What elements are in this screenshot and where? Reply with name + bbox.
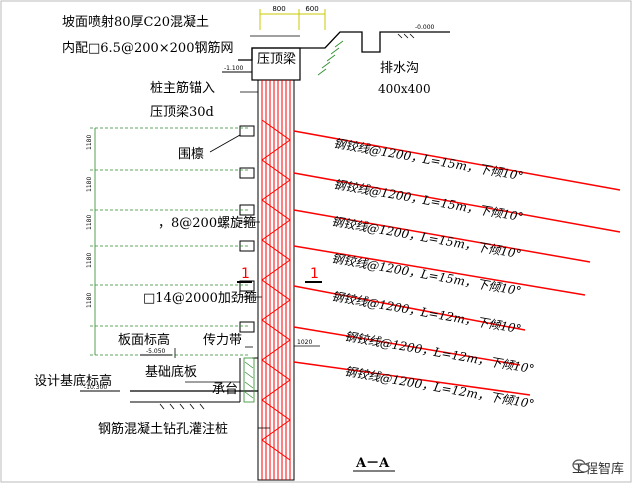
pile (257, 79, 295, 481)
stiffener-label: □14@2000加劲箍 (143, 290, 257, 306)
drain-label: 排水沟 (380, 61, 419, 76)
section-mark-left: 1 (241, 266, 250, 282)
svg-text:1180: 1180 (86, 253, 93, 268)
crown-beam-label: 压顶梁 (257, 52, 296, 67)
section-mark-right: 1 (310, 266, 319, 282)
foundation (130, 357, 258, 410)
waling-label: 围檩 (178, 147, 204, 162)
svg-text:-1.100: -1.100 (224, 65, 244, 72)
anchor-label-2: 钢铰线@1200，L=15m，下倾10° (332, 177, 524, 224)
anchor-label-1: 钢铰线@1200，L=15m，下倾10° (332, 136, 524, 183)
section-cut-markers: 1 1 (237, 266, 322, 283)
anchor-length-label: 压顶梁30d (150, 105, 214, 120)
raft-label: 基础底板 (145, 364, 197, 380)
anchor-into-label: 桩主筋锚入 (150, 80, 215, 96)
anchor-label-3: 钢铰线@1200，L=15m，下倾10° (330, 214, 522, 261)
force-belt-label: 传力带 (203, 333, 242, 348)
pile-label: 钢筋混凝土钻孔灌注桩 (98, 421, 228, 437)
anchor-lines (293, 130, 621, 396)
elev-top: -0.000 (415, 24, 435, 31)
top-dimension: 800 600 (259, 5, 326, 30)
spiral-label: ，8@200螺旋箍 (158, 215, 256, 231)
svg-text:1020: 1020 (297, 339, 312, 346)
drain-size-label: 400x400 (378, 82, 431, 96)
leader-lines (174, 35, 300, 429)
brand-watermark: 工程智库 (572, 458, 624, 477)
dim-top-right: 600 (305, 5, 318, 13)
mesh-label: 内配□6.5@200×200钢筋网 (62, 40, 233, 56)
svg-text:1180: 1180 (86, 293, 93, 308)
slope-hatch (317, 40, 344, 76)
cap-label: 承台 (212, 382, 238, 397)
left-dimension-chain (90, 127, 250, 356)
section-title: A－A (355, 456, 390, 471)
anchor-labels: 钢铰线@1200，L=15m，下倾10° 钢铰线@1200，L=15m，下倾10… (330, 136, 535, 411)
anchor-label-4: 钢铰线@1200，L=15m，下倾10° (330, 251, 522, 298)
left-dimension-text: 1180 1180 1180 1180 1180 (86, 135, 93, 308)
slope-cover-label: 坡面喷射80厚C20混凝土 (62, 14, 209, 30)
elevation-marks: -1.100 -5.050 -10.300 1020 (80, 65, 320, 392)
svg-text:-10.300: -10.300 (84, 384, 107, 391)
svg-text:1180: 1180 (86, 135, 93, 150)
design-base-label: 设计基底标高 (34, 373, 112, 389)
wechat-icon (572, 459, 590, 473)
labels: 坡面喷射80厚C20混凝土 内配□6.5@200×200钢筋网 压顶梁 排水沟 … (34, 14, 431, 472)
svg-text:-5.050: -5.050 (146, 348, 166, 355)
dim-top-left: 800 (272, 5, 285, 13)
svg-text:1180: 1180 (86, 177, 93, 192)
slab-elev-label: 板面标高 (118, 332, 170, 348)
anchor-label-5: 钢铰线@1200，L=12m，下倾10° (330, 289, 522, 336)
svg-text:1180: 1180 (86, 215, 93, 230)
